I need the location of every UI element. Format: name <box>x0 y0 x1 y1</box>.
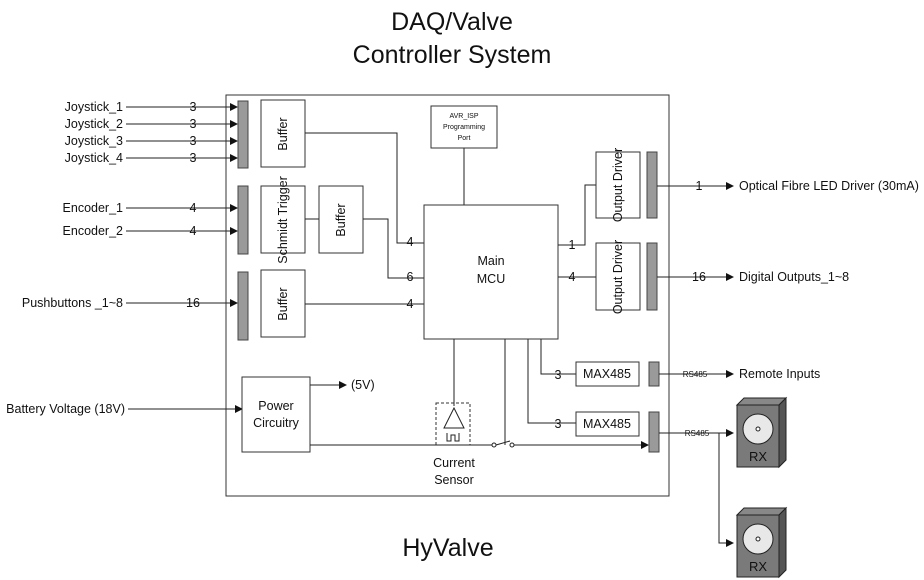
digital-output-connector <box>646 242 658 311</box>
power-circuitry <box>241 376 311 453</box>
schmidt-trigger <box>260 185 306 254</box>
digital-output-driver <box>595 242 641 311</box>
joystick-connector <box>237 100 249 169</box>
encoder-2-label: Encoder_2 <box>63 224 124 238</box>
digital-output-label: Digital Outputs_1~8 <box>739 270 849 284</box>
fibre-output-count: 1 <box>696 179 703 193</box>
rs485-branch-line <box>718 433 734 547</box>
joystick-buffer-label: Buffer <box>276 117 290 150</box>
rx-speaker-2: RX <box>735 506 788 579</box>
joystick-4-count: 3 <box>190 151 197 165</box>
switch-lever <box>495 440 511 446</box>
pushbuttons-label: Pushbuttons _1~8 <box>22 296 123 310</box>
current-sensor-coil <box>446 433 460 442</box>
max485-b-label: MAX485 <box>583 417 631 431</box>
fibre-output-driver <box>595 151 641 219</box>
joystick-1-label: Joystick_1 <box>65 100 123 114</box>
power-label-1: Power <box>258 399 293 413</box>
fibre-driver-label: Output Driver <box>611 148 625 222</box>
pushbutton-connector <box>237 271 249 341</box>
rs485-bus-label: RS485 <box>685 429 710 438</box>
rx-1-top <box>735 397 788 406</box>
max485-b-count: 3 <box>555 417 562 431</box>
current-sensor-amp-icon <box>443 406 465 429</box>
mcu-to-max485-a <box>540 339 576 375</box>
encoder-1-label: Encoder_1 <box>63 201 124 215</box>
pushbutton-input: Pushbuttons _1~8 16 <box>22 296 238 310</box>
battery-label: Battery Voltage (18V) <box>6 402 125 416</box>
rx-2-label: RX <box>749 559 767 574</box>
joystick-inputs: Joystick_1 Joystick_2 Joystick_3 Joystic… <box>65 100 238 165</box>
joystick-3-label: Joystick_3 <box>65 134 123 148</box>
joystick-buffer-to-mcu <box>305 132 424 244</box>
mcu-input-count-b: 6 <box>407 270 414 284</box>
joystick-buffer <box>260 99 306 168</box>
encoder-buffer-label: Buffer <box>334 203 348 236</box>
title-line2: Controller System <box>353 41 552 69</box>
current-sensor-label-2: Sensor <box>434 473 474 487</box>
switch-contact-b <box>509 442 515 448</box>
avr-isp-label-2: Programming <box>443 124 485 131</box>
pushbutton-buffer <box>260 269 306 338</box>
joystick-3-count: 3 <box>190 134 197 148</box>
joystick-4-label: Joystick_4 <box>65 151 123 165</box>
rx-1-cone-center <box>755 426 761 432</box>
pushbuttons-count: 16 <box>186 296 200 310</box>
encoder-connector <box>237 185 249 255</box>
rx-1-side <box>778 396 787 469</box>
power-label-2: Circuitry <box>253 416 300 430</box>
avr-isp-label-3: Port <box>458 135 471 142</box>
rx-2-top <box>735 507 788 516</box>
max485-a-connector <box>648 361 660 387</box>
fibre-output-label: Optical Fibre LED Driver (30mA) <box>739 179 919 193</box>
mcu-label-2: MCU <box>477 272 505 286</box>
current-sensor-label-1: Current <box>433 456 475 470</box>
rx-2-side <box>778 506 787 579</box>
fibre-driver-count: 1 <box>569 238 576 252</box>
digital-driver-label: Output Driver <box>611 240 625 314</box>
max485-a-count: 3 <box>555 368 562 382</box>
max485-a <box>575 361 640 387</box>
digital-output-count: 16 <box>692 270 706 284</box>
remote-inputs-label: Remote Inputs <box>739 367 820 381</box>
footer-label: HyValve <box>402 534 493 562</box>
encoder-buffer-to-mcu <box>363 218 424 279</box>
avr-isp-label-1: AVR_ISP <box>449 113 478 120</box>
title-line1: DAQ/Valve <box>391 8 513 36</box>
mcu-input-count-c: 4 <box>407 297 414 311</box>
joystick-1-count: 3 <box>190 100 197 114</box>
avr-isp-port <box>430 105 498 149</box>
joystick-2-label: Joystick_2 <box>65 117 123 131</box>
max485-b-connector <box>648 411 660 453</box>
pushbutton-buffer-label: Buffer <box>276 287 290 320</box>
max485-a-label: MAX485 <box>583 367 631 381</box>
joystick-2-count: 3 <box>190 117 197 131</box>
schmidt-trigger-label: Schmidt Trigger <box>276 176 290 264</box>
switch-contact-a <box>491 442 497 448</box>
encoder-1-count: 4 <box>190 201 197 215</box>
mcu-to-max485-b <box>527 339 576 424</box>
main-mcu <box>423 204 559 340</box>
rx-1-label: RX <box>749 449 767 464</box>
rs485-remote-label: RS485 <box>683 370 708 379</box>
mcu-label-1: Main <box>477 254 504 268</box>
mcu-input-count-a: 4 <box>407 235 414 249</box>
five-volt-label: (5V) <box>351 378 375 392</box>
encoder-2-count: 4 <box>190 224 197 238</box>
encoder-inputs: Encoder_1 Encoder_2 4 4 <box>63 201 238 238</box>
rx-2-cone-center <box>755 536 761 542</box>
max485-b <box>575 411 640 437</box>
digital-driver-count: 4 <box>569 270 576 284</box>
fibre-output-connector <box>646 151 658 219</box>
mcu-to-fibre-driver <box>558 184 596 246</box>
rx-speaker-1: RX <box>735 396 788 469</box>
